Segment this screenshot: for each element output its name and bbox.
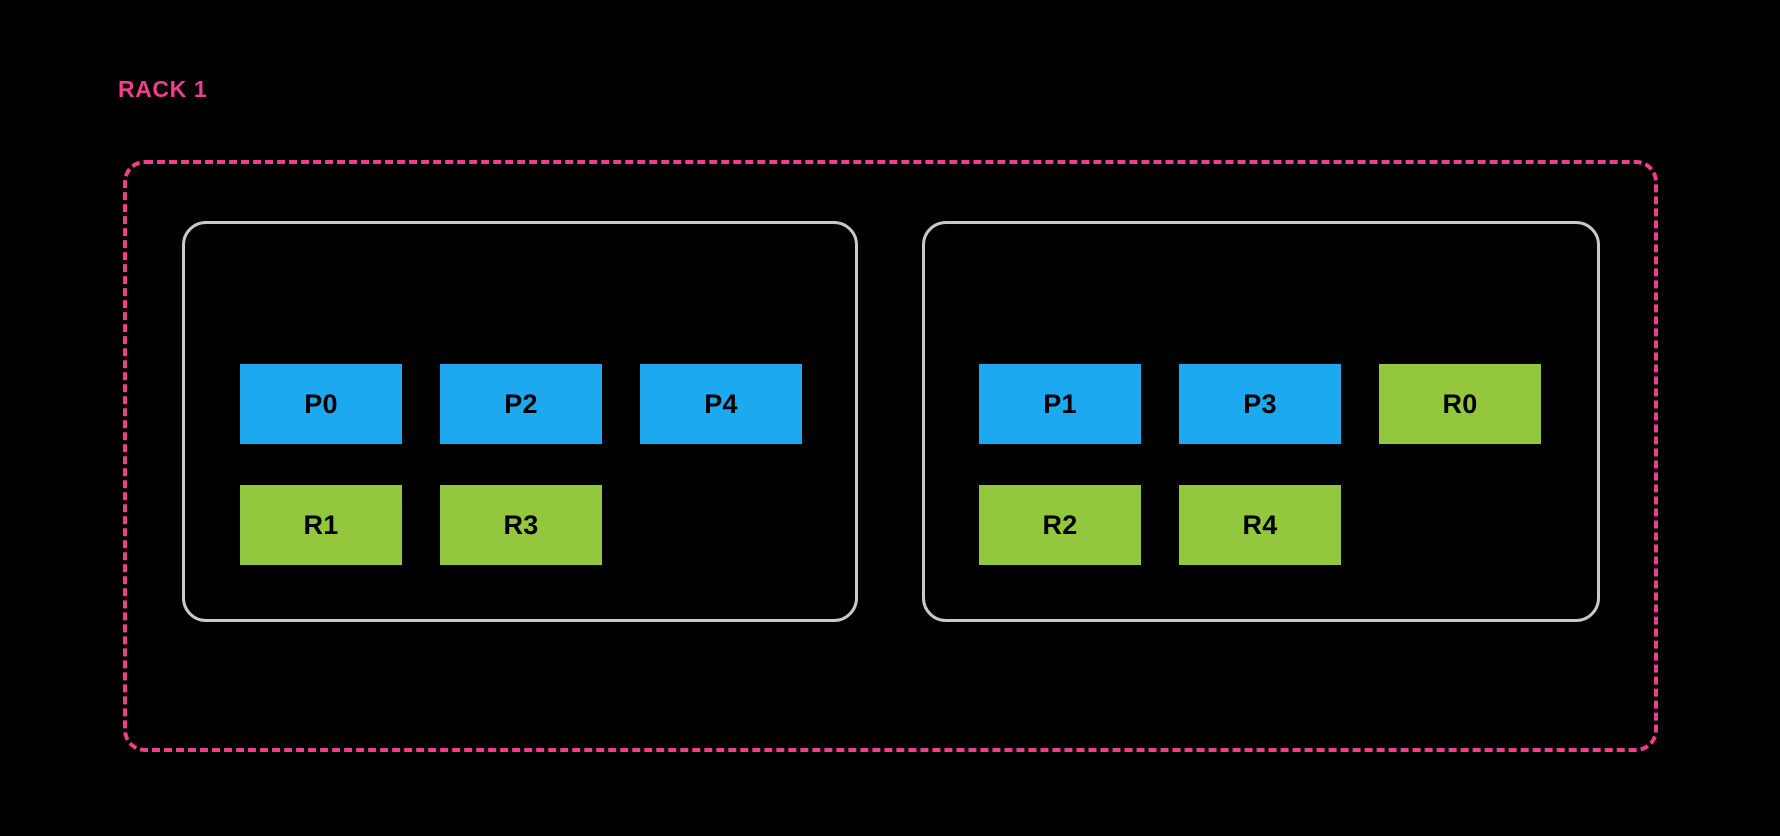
cell-r2[interactable]: R2 bbox=[979, 485, 1141, 565]
cell-p0[interactable]: P0 bbox=[240, 364, 402, 444]
cell-r1[interactable]: R1 bbox=[240, 485, 402, 565]
rack-title-label: RACK 1 bbox=[118, 76, 208, 102]
cell-p1[interactable]: P1 bbox=[979, 364, 1141, 444]
node-box-1 bbox=[922, 221, 1600, 622]
rack-boundary-dashed bbox=[123, 160, 1658, 752]
cell-p4[interactable]: P4 bbox=[640, 364, 802, 444]
node-box-0 bbox=[182, 221, 858, 622]
cell-r3[interactable]: R3 bbox=[440, 485, 602, 565]
cell-r4[interactable]: R4 bbox=[1179, 485, 1341, 565]
cell-p2[interactable]: P2 bbox=[440, 364, 602, 444]
cell-r0[interactable]: R0 bbox=[1379, 364, 1541, 444]
cell-p3[interactable]: P3 bbox=[1179, 364, 1341, 444]
